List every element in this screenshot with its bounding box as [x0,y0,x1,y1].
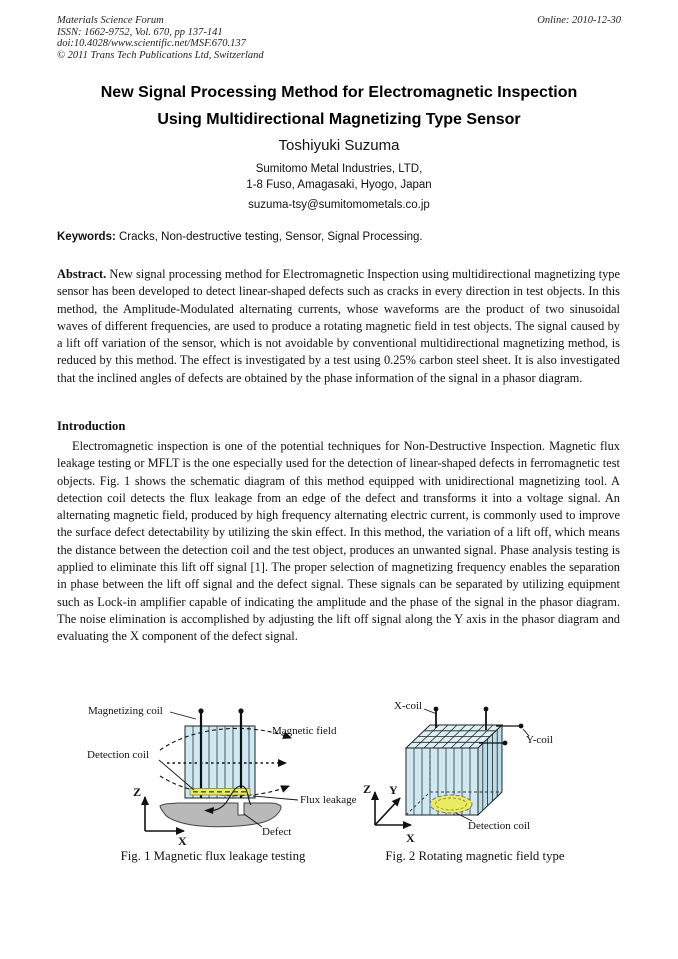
paper-title-line2: Using Multidirectional Magnetizing Type … [157,111,521,128]
author-affiliation: Sumitomo Metal Industries, LTD, 1-8 Fuso… [0,161,678,193]
keywords-text: Cracks, Non-destructive testing, Sensor,… [115,231,423,243]
figure-2-diagram: X-coil Y-coil Detection coil Z Y X [358,696,648,853]
magnetizing-coil-label: Magnetizing coil [88,705,163,717]
affiliation-line2: 1-8 Fuso, Amagasaki, Hyogo, Japan [246,179,432,191]
fig2-leader-lines [423,708,530,822]
fig2-z-axis-label: Z [363,782,371,796]
test-object-shape [159,802,282,828]
figure-1-caption: Fig. 1 Magnetic flux leakage testing [120,849,306,863]
fig1-axes: Z X [133,785,187,848]
fig1-svg: Magnetizing coil Magnetic field Detectio… [87,705,357,848]
fig2-y-axis-label: Y [389,783,398,797]
affiliation-line1: Sumitomo Metal Industries, LTD, [255,163,423,175]
fig2-x-axis-label: X [406,831,415,845]
fig2-axes: Z Y X [363,782,415,845]
fig2-svg: X-coil Y-coil Detection coil Z Y X [363,700,553,845]
figure-2-caption: Fig. 2 Rotating magnetic field type [385,849,565,863]
paper-title-line1: New Signal Processing Method for Electro… [100,84,578,101]
introduction-heading: Introduction [57,419,126,433]
fig1-z-axis-label: Z [133,785,141,799]
detection-coil-label: Detection coil [468,820,530,832]
abstract-text: New signal processing method for Electro… [57,267,620,385]
defect-label: Defect [262,826,291,838]
keywords-label: Keywords: [57,231,116,243]
fig1-x-axis-label: X [178,834,187,848]
y-coil-label: Y-coil [526,734,553,746]
online-date: Online: 2010-12-30 [537,15,621,26]
paper-title: New Signal Processing Method for Electro… [0,79,678,133]
cube-hidden-edges [405,750,502,816]
figure-1-diagram: Magnetizing coil Magnetic field Detectio… [60,696,365,853]
issn-line: ISSN: 1662-9752, Vol. 670, pp 137-141 [57,26,223,38]
detection-coil-shape [189,788,251,796]
flux-leakage-label: Flux leakage [300,794,357,806]
abstract-label: Abstract. [57,267,107,281]
detection-coil-shape [429,794,473,814]
detection-coil-label: Detection coil [87,749,149,761]
copyright-line: © 2011 Trans Tech Publications Ltd, Swit… [57,49,264,61]
flux-leakage-line [204,785,252,814]
doi-line: doi:10.4028/www.scientific.net/MSF.670.1… [57,38,246,50]
magnetizing-coil-shape [184,708,256,799]
cube-top-face [404,724,504,749]
author-email: suzuma-tsy@sumitomometals.co.jp [248,199,430,211]
author-name: Toshiyuki Suzuma [278,137,400,154]
keywords-line: Keywords: Cracks, Non-destructive testin… [57,231,622,243]
coil-terminals [433,706,524,746]
introduction-paragraph: Electromagnetic inspection is one of the… [57,439,620,644]
abstract-paragraph: Abstract. New signal processing method f… [57,266,620,408]
journal-name: Materials Science Forum [57,15,164,26]
journal-header: Materials Science Forum ISSN: 1662-9752,… [57,15,264,61]
x-coil-label: X-coil [394,700,422,712]
magnetic-field-label: Magnetic field [272,725,337,737]
fig1-leader-lines [158,711,299,828]
